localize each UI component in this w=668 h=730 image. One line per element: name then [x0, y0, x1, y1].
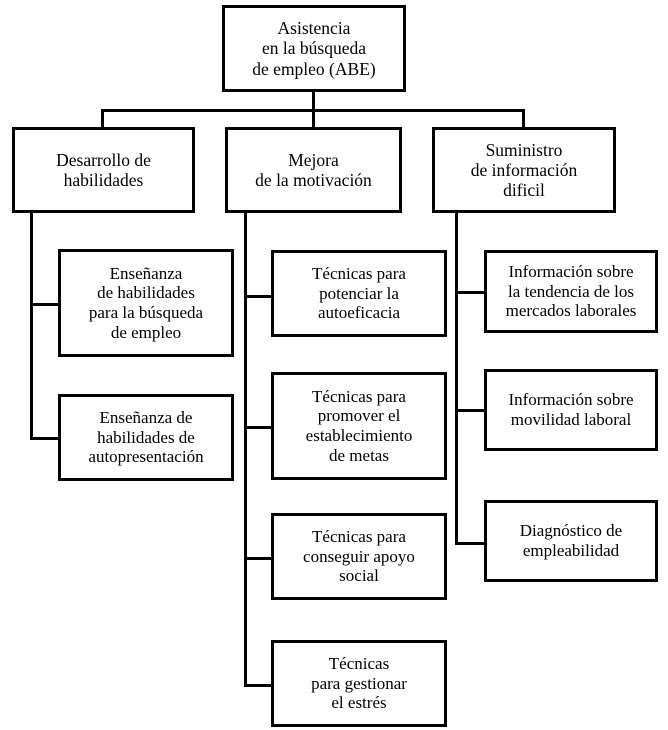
node-branch-1-child-2-label: Enseñanza de habilidades de autopresenta… — [88, 407, 204, 467]
node-branch-2-child-2-label: Técnicas para promover el establecimient… — [305, 386, 413, 465]
connector-root-stem — [312, 92, 315, 112]
connector-stub-branch-2-child-3 — [244, 557, 273, 560]
node-branch-2-child-4[interactable]: Técnicas para gestionar el estrés — [271, 640, 447, 727]
node-root[interactable]: Asistencia en la búsqueda de empleo (ABE… — [222, 5, 406, 92]
connector-drop-branch-1 — [101, 109, 104, 130]
node-branch-3-child-1-label: Información sobre la tendencia de los me… — [505, 261, 637, 321]
node-branch-3-child-3[interactable]: Diagnóstico de empleabilidad — [484, 500, 658, 582]
connector-stub-branch-2-child-2 — [244, 426, 273, 429]
node-branch-1-label: Desarrollo de habilidades — [56, 149, 151, 190]
node-branch-1-child-1-label: Enseñanza de habilidades para la búsqued… — [88, 263, 204, 342]
connector-stub-branch-3-child-3 — [455, 542, 486, 545]
connector-stub-branch-3-child-1 — [455, 291, 486, 294]
node-branch-3-child-2[interactable]: Información sobre movilidad laboral — [484, 369, 658, 451]
node-branch-3-child-3-label: Diagnóstico de empleabilidad — [519, 521, 623, 560]
node-branch-2-child-4-label: Técnicas para gestionar el estrés — [311, 653, 407, 713]
connector-stub-branch-2-child-4 — [244, 684, 273, 687]
node-branch-3-child-1[interactable]: Información sobre la tendencia de los me… — [484, 250, 658, 333]
node-branch-1[interactable]: Desarrollo de habilidades — [12, 127, 195, 213]
node-branch-2-child-1[interactable]: Técnicas para potenciar la autoeficacia — [271, 250, 447, 337]
connector-trunk-branch-1 — [30, 211, 33, 440]
node-branch-2-child-2[interactable]: Técnicas para promover el establecimient… — [271, 372, 447, 480]
node-root-label: Asistencia en la búsqueda de empleo (ABE… — [252, 18, 376, 79]
connector-stub-branch-2-child-1 — [244, 295, 273, 298]
node-branch-1-child-2[interactable]: Enseñanza de habilidades de autopresenta… — [58, 394, 234, 481]
node-branch-2[interactable]: Mejora de la motivación — [225, 127, 402, 213]
node-branch-2-child-1-label: Técnicas para potenciar la autoeficacia — [312, 263, 406, 323]
connector-drop-branch-3 — [522, 109, 525, 130]
connector-stub-branch-1-child-2 — [30, 437, 61, 440]
node-branch-2-child-3-label: Técnicas para conseguir apoyo social — [303, 526, 415, 586]
connector-stub-branch-1-child-1 — [30, 303, 61, 306]
node-branch-1-child-1[interactable]: Enseñanza de habilidades para la búsqued… — [58, 249, 234, 357]
connector-drop-branch-2 — [312, 109, 315, 130]
connector-trunk-branch-2 — [244, 211, 247, 687]
node-branch-3[interactable]: Suministro de información dificil — [432, 127, 616, 213]
node-branch-2-label: Mejora de la motivación — [255, 149, 372, 190]
node-branch-2-child-3[interactable]: Técnicas para conseguir apoyo social — [271, 513, 447, 600]
node-branch-3-child-2-label: Información sobre movilidad laboral — [508, 390, 634, 429]
node-branch-3-label: Suministro de información dificil — [470, 139, 578, 201]
connector-trunk-branch-3 — [455, 211, 458, 545]
connector-stub-branch-3-child-2 — [455, 409, 486, 412]
